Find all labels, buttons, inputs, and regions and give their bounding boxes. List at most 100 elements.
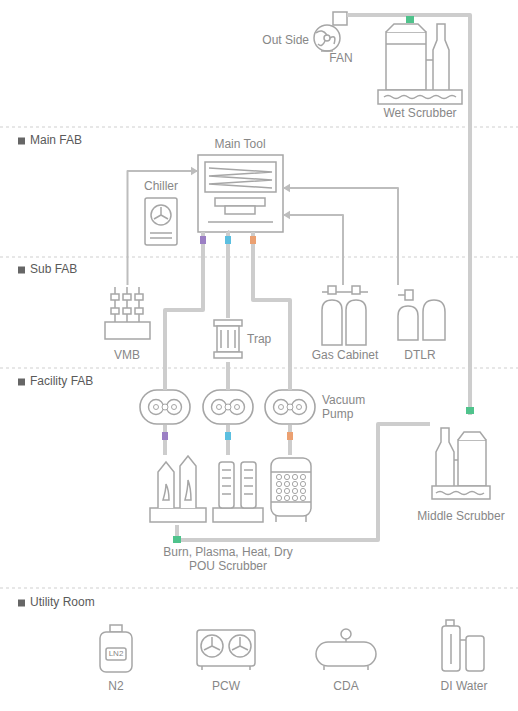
trap-icon — [214, 352, 242, 358]
main-tool-node: Main Tool — [198, 155, 283, 232]
middle-scrubber-icon — [458, 440, 486, 486]
main-tool-icon — [198, 155, 283, 232]
section-divider — [0, 127, 518, 588]
trap-icon — [234, 330, 236, 348]
supply-arrow — [128, 171, 199, 285]
pcw-icon — [197, 630, 255, 670]
wet-scrubber-icon — [386, 24, 426, 32]
dtlr-icon — [398, 306, 418, 340]
fan-icon — [333, 12, 347, 25]
wet-scrubber-icon — [386, 32, 426, 90]
vmb-icon — [123, 294, 131, 300]
section-bullet — [18, 379, 25, 386]
pcw-icon — [204, 637, 248, 650]
pipe-connector — [163, 425, 167, 455]
n2-tank-icon — [100, 625, 132, 672]
supply-arrow — [283, 188, 398, 285]
section-label: Facility FAB — [30, 375, 93, 389]
cda-icon — [341, 629, 351, 639]
pou-heater-dots — [284, 474, 289, 479]
pou-heater-dots — [300, 474, 305, 479]
section-label: Sub FAB — [30, 263, 77, 277]
vacuum-pump-node: Vacuum Pump — [138, 390, 318, 425]
pipe-connector — [226, 362, 230, 390]
pcw-icon — [249, 666, 251, 670]
section-label: Utility Room — [30, 596, 95, 610]
vmb-icon — [123, 308, 131, 314]
cda-icon — [316, 642, 376, 666]
pou-heater-dots — [284, 488, 289, 493]
trap-icon — [227, 330, 229, 348]
pou-scrubber-node: Burn, Plasma, Heat, Dry POU Scrubber — [138, 455, 318, 525]
wet-scrubber-icon — [386, 43, 426, 45]
di-water-icon — [446, 620, 454, 626]
section-bullet — [18, 267, 25, 274]
pipe-joint — [173, 536, 181, 543]
wet-scrubber-icon — [433, 24, 449, 90]
gas-cabinet-icon — [352, 286, 360, 294]
di-water-icon — [466, 636, 484, 671]
cda-icon — [323, 666, 325, 670]
di-water-icon — [450, 634, 452, 664]
gas-cabinet-icon — [322, 286, 368, 345]
dtlr-icon — [423, 300, 445, 340]
vmb-icon — [111, 308, 119, 314]
pou-scrubber-icon — [275, 516, 277, 522]
pou-heater-dots — [284, 481, 289, 486]
cda-icon — [367, 666, 369, 670]
gas-cabinet-icon — [322, 300, 342, 345]
pou-heater-dots — [292, 488, 297, 493]
section-bullet — [18, 138, 25, 607]
main-tool-icon — [209, 168, 272, 188]
pipe-joint — [200, 236, 206, 244]
pipe-connector — [177, 424, 430, 540]
outside-label: Out Side — [262, 34, 309, 48]
wet-scrubber-icon — [426, 59, 433, 61]
vacuum-pump-icon — [203, 390, 253, 424]
main-tool-icon — [215, 198, 265, 206]
section-divider — [0, 588, 518, 589]
pou-scrubber-icon — [213, 508, 263, 522]
chiller-icon — [150, 237, 172, 239]
middle-scrubber-icon — [432, 486, 490, 499]
wet-scrubber-icon — [378, 90, 462, 104]
gas-cabinet-icon — [346, 300, 366, 345]
node-label: PCW — [212, 680, 240, 694]
pipe-connector — [347, 15, 410, 20]
vmb-icon — [135, 294, 143, 300]
pcw-supply-node: PCW — [195, 628, 257, 670]
node-label: DTLR — [404, 349, 435, 363]
pou-scrubber-icon — [222, 470, 253, 494]
section-bullet — [18, 138, 25, 145]
middle-scrubber-icon — [436, 428, 454, 486]
vmb-icon — [138, 287, 140, 322]
chiller-icon — [145, 198, 177, 245]
middle-scrubber-node: Middle Scrubber — [430, 415, 490, 500]
pou-scrubber-icon — [271, 458, 311, 516]
section-label: Main FAB — [30, 134, 82, 148]
middle-scrubber-icon — [454, 459, 458, 461]
n2-tank-icon — [110, 625, 122, 632]
pipe-joint — [225, 236, 231, 244]
node-label: DI Water — [441, 680, 488, 694]
trap-node: Trap — [213, 318, 243, 362]
trap-icon — [214, 320, 242, 358]
node-label: Chiller — [144, 180, 178, 194]
main-tool-icon — [205, 162, 276, 192]
gas-cabinet-icon — [328, 286, 336, 294]
pou-heater-dots — [300, 488, 305, 493]
chiller-node: Chiller — [145, 198, 177, 245]
di-water-icon — [460, 639, 466, 641]
pou-heater-dots — [300, 481, 305, 486]
pou-scrubber-icon — [150, 456, 311, 522]
pou-heater-dots — [276, 474, 305, 500]
chiller-icon — [150, 232, 172, 234]
pou-heater-dots — [276, 488, 281, 493]
vmb-icon — [114, 287, 116, 322]
pipe-joint — [162, 432, 168, 440]
node-label: Gas Cabinet — [312, 349, 379, 363]
vmb-icon — [105, 322, 150, 339]
pou-scrubber-icon — [305, 516, 307, 522]
pipe-joint — [225, 432, 231, 440]
cda-icon — [316, 629, 376, 670]
